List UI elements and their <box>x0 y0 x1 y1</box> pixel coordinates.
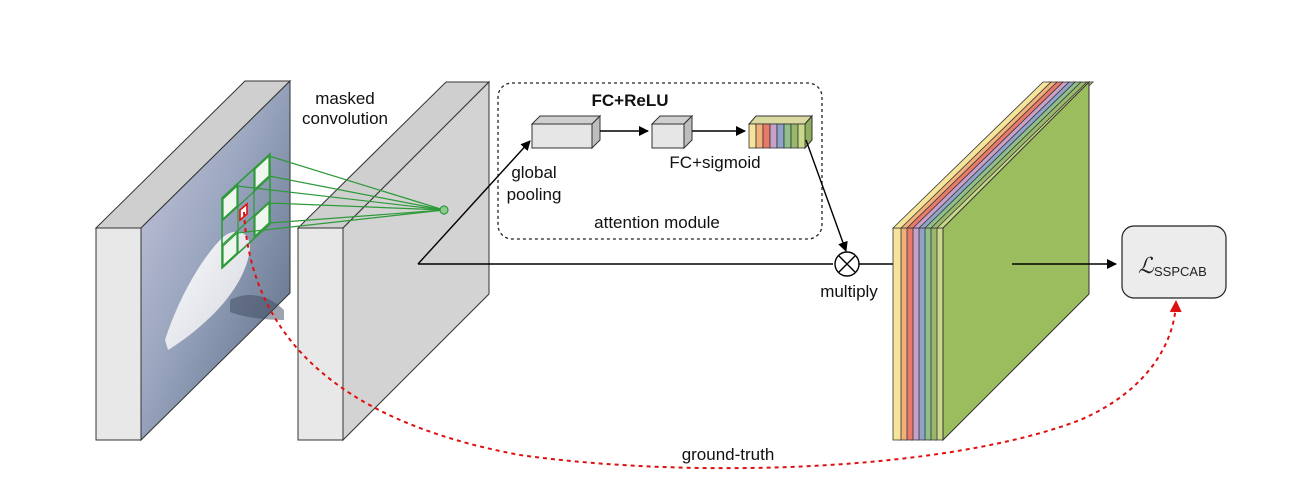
projection-line <box>268 155 445 211</box>
output-map-top <box>892 81 1052 229</box>
mask-grid-line <box>221 176 271 222</box>
masked-convolution-label-2: convolution <box>302 109 388 128</box>
kernel-top-left <box>222 184 238 221</box>
fc-sigmoid-block <box>650 114 694 150</box>
output-map-edge <box>892 227 902 441</box>
kernel-bottom-left <box>222 231 238 268</box>
attention-weight-stripes <box>748 123 806 149</box>
attention-weight-stripe <box>769 123 778 149</box>
output-activation-point <box>439 205 449 215</box>
projection-line <box>268 209 445 224</box>
global-pooling-label-2: pooling <box>507 185 562 204</box>
fc-relu-front <box>531 123 593 149</box>
multiply-node <box>834 251 860 277</box>
masked-center-cell <box>239 202 248 222</box>
attention-weight-stripe <box>762 123 771 149</box>
output-map-face <box>942 80 1090 442</box>
attention-weight-stripe <box>755 123 764 149</box>
fc-relu-label: FC+ReLU <box>592 91 669 110</box>
loss-box-rect <box>1121 225 1227 299</box>
multiply-icon <box>838 255 856 273</box>
fc-relu-block <box>530 114 602 150</box>
loss-symbol: ℒ <box>1138 254 1155 279</box>
input-image-block <box>94 79 292 442</box>
arrow-to-global-pooling <box>417 140 531 265</box>
attention-weights <box>747 114 814 150</box>
projection-line <box>236 185 445 211</box>
ground-truth-curve <box>243 211 1182 470</box>
conv-block-front <box>297 227 344 441</box>
attention-weight-stripe <box>797 123 806 149</box>
attention-weight-stripe <box>790 123 799 149</box>
projection-line <box>268 175 445 211</box>
fc-relu-top <box>530 115 602 125</box>
output-feature-stack <box>892 80 1094 442</box>
attention-weight-stripe <box>748 123 757 149</box>
fc-sigmoid-label: FC+sigmoid <box>669 153 760 172</box>
multiply-label: multiply <box>820 282 878 301</box>
convolution-projection <box>236 155 449 234</box>
attention-weight-stripe <box>776 123 785 149</box>
projection-line <box>236 209 445 234</box>
arrow-weights-to-multiply <box>805 139 848 252</box>
input-block-front <box>95 227 142 441</box>
mask-grid-line <box>221 200 271 246</box>
attention-module-label: attention module <box>594 213 720 232</box>
loss-box: ℒ SSPCAB <box>1121 225 1227 299</box>
masked-filter <box>221 152 271 270</box>
loss-subscript: SSPCAB <box>1154 264 1207 279</box>
conv-feature-block <box>296 80 491 442</box>
projection-line <box>268 202 445 211</box>
attention-weight-stripe <box>783 123 792 149</box>
global-pooling-label-1: global <box>511 163 556 182</box>
fc-sigmoid-front <box>651 123 685 149</box>
conv-block-side <box>342 80 490 442</box>
ground-truth-label: ground-truth <box>682 445 775 464</box>
rabbit-shadow <box>230 295 284 320</box>
masked-convolution-label-1: masked <box>315 89 375 108</box>
attention-weights-top <box>747 115 814 125</box>
